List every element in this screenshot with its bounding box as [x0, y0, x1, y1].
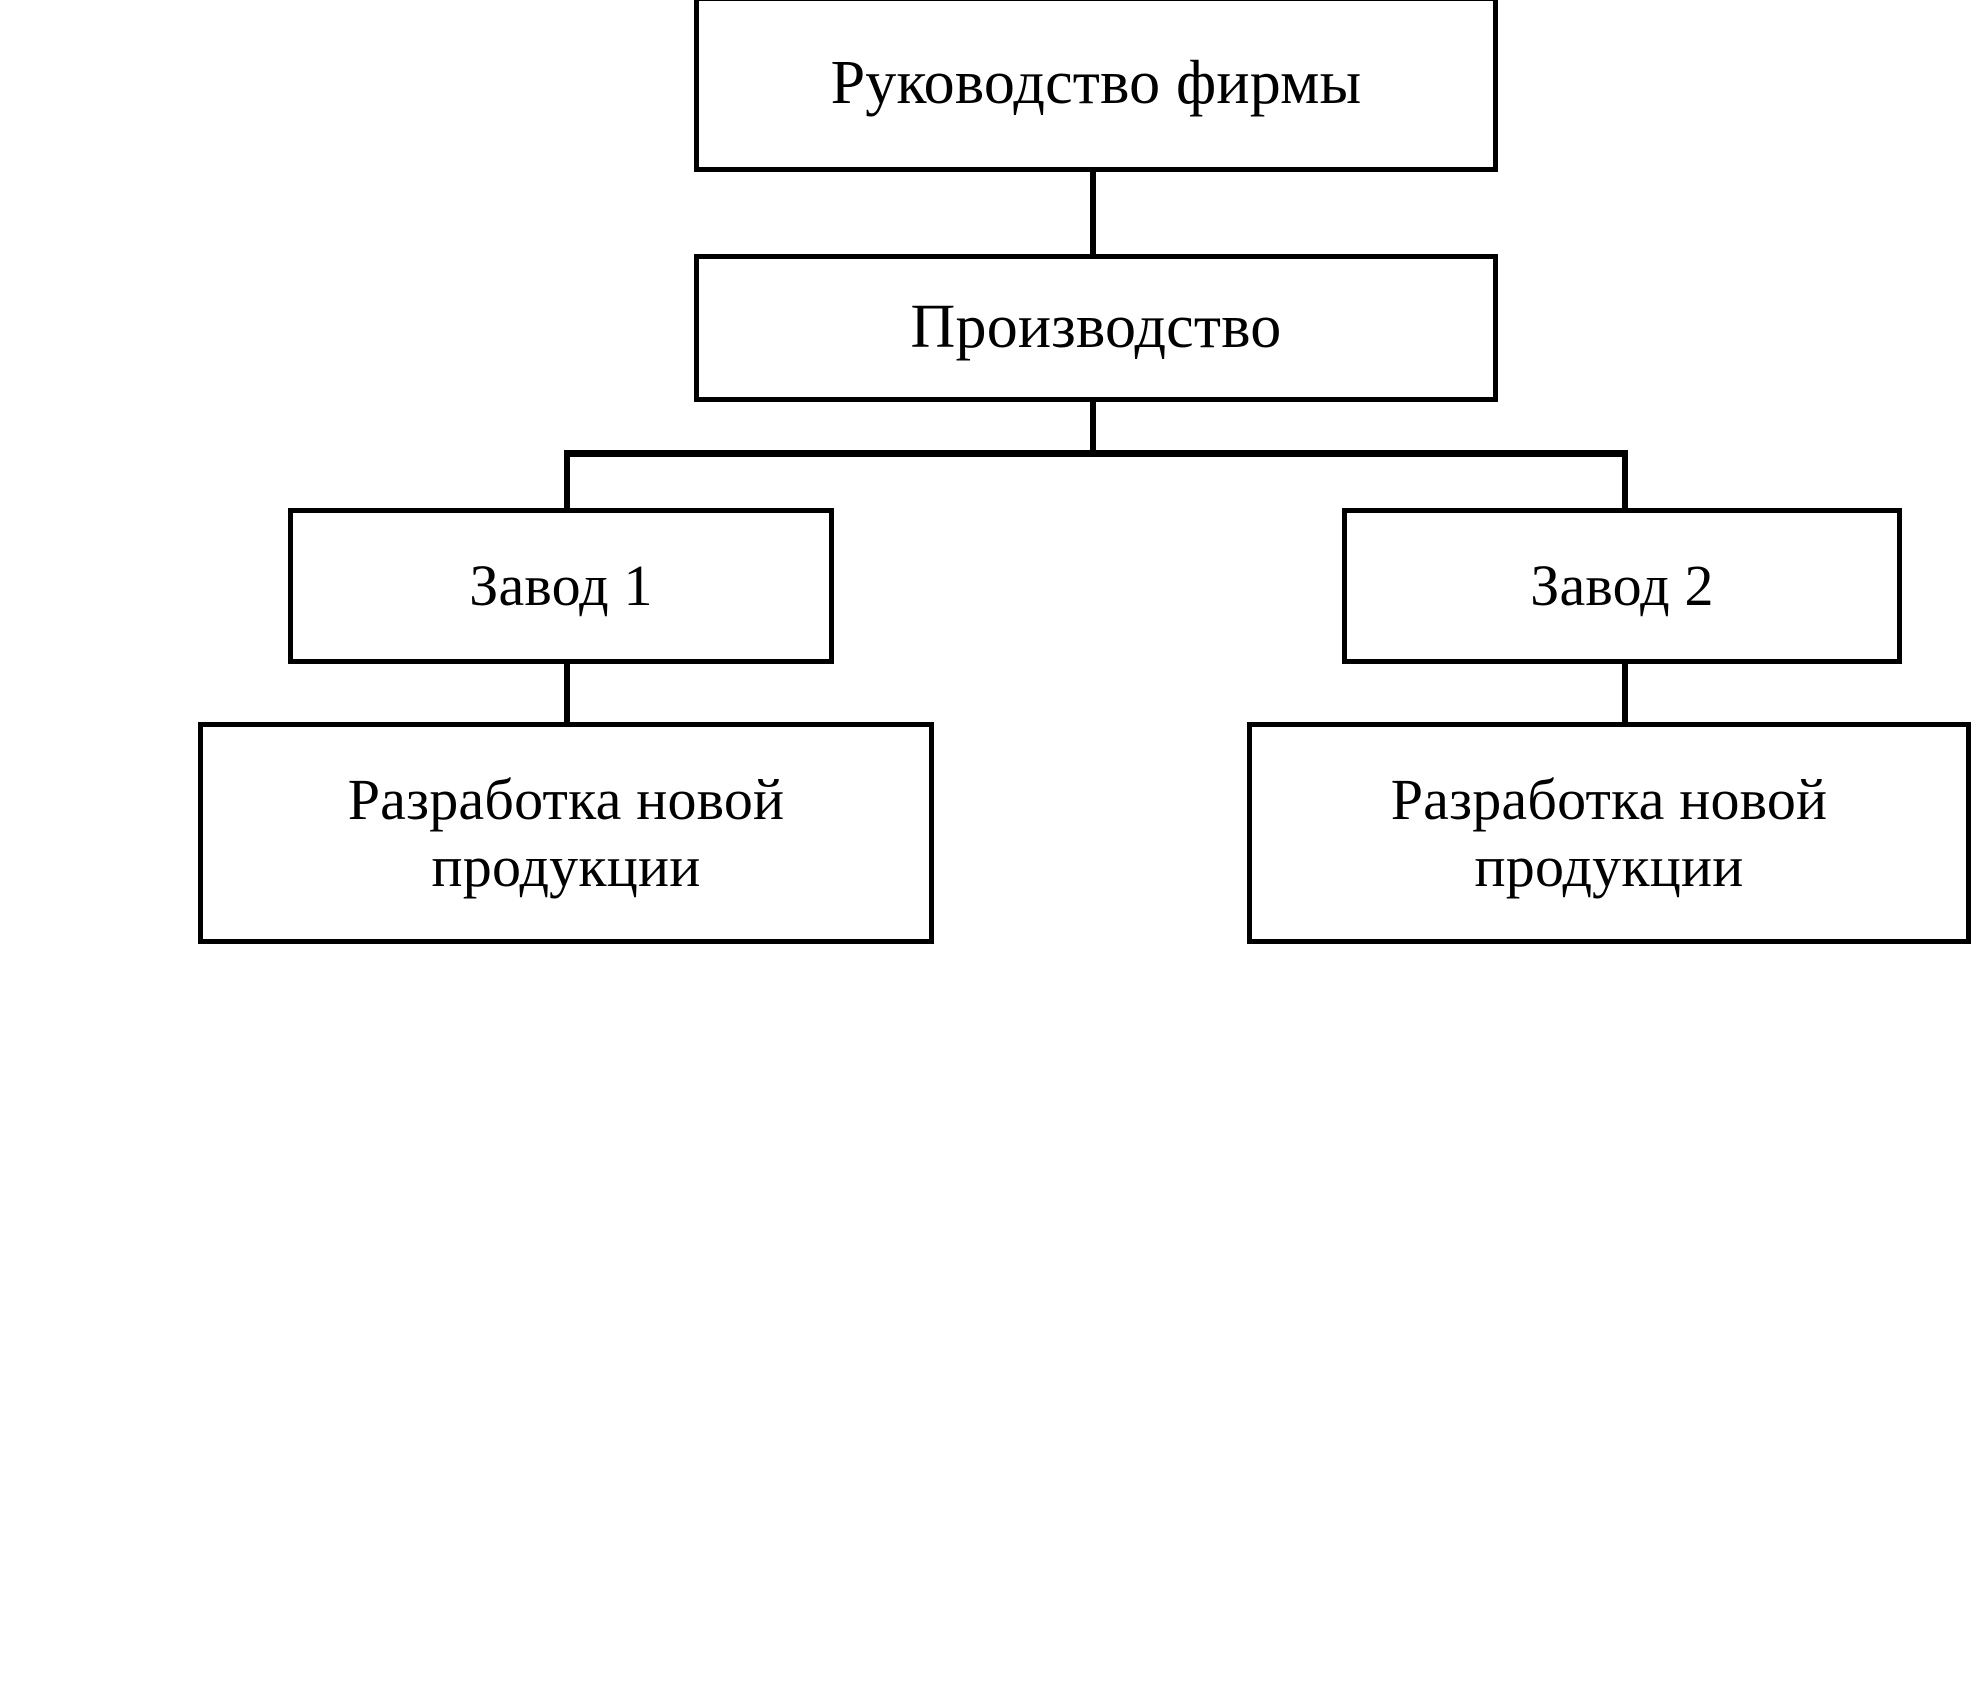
connector-top-to-production — [1090, 168, 1096, 260]
connector-plant1-to-dev1 — [564, 660, 570, 726]
node-label: Производство — [910, 293, 1282, 362]
node-plant-2[interactable]: Завод 2 — [1342, 508, 1902, 664]
connector-bus-plants — [564, 450, 1628, 457]
node-plant-1[interactable]: Завод 1 — [288, 508, 834, 664]
connector-bus-to-plant2 — [1622, 450, 1628, 512]
node-production[interactable]: Производство — [694, 254, 1498, 402]
node-label: Разработка новой продукции — [347, 766, 785, 899]
node-new-product-development-2[interactable]: Разработка новой продукции — [1247, 722, 1971, 944]
connector-plant2-to-dev2 — [1622, 660, 1628, 726]
node-label: Завод 2 — [1530, 553, 1714, 619]
node-label: Разработка новой продукции — [1390, 766, 1828, 899]
node-company-management[interactable]: Руководство фирмы — [694, 0, 1498, 172]
node-label: Руководство фирмы — [830, 49, 1362, 118]
node-new-product-development-1[interactable]: Разработка новой продукции — [198, 722, 934, 944]
connector-bus-to-plant1 — [564, 450, 570, 512]
node-label: Завод 1 — [469, 553, 653, 619]
connector-production-to-bus — [1090, 398, 1096, 456]
